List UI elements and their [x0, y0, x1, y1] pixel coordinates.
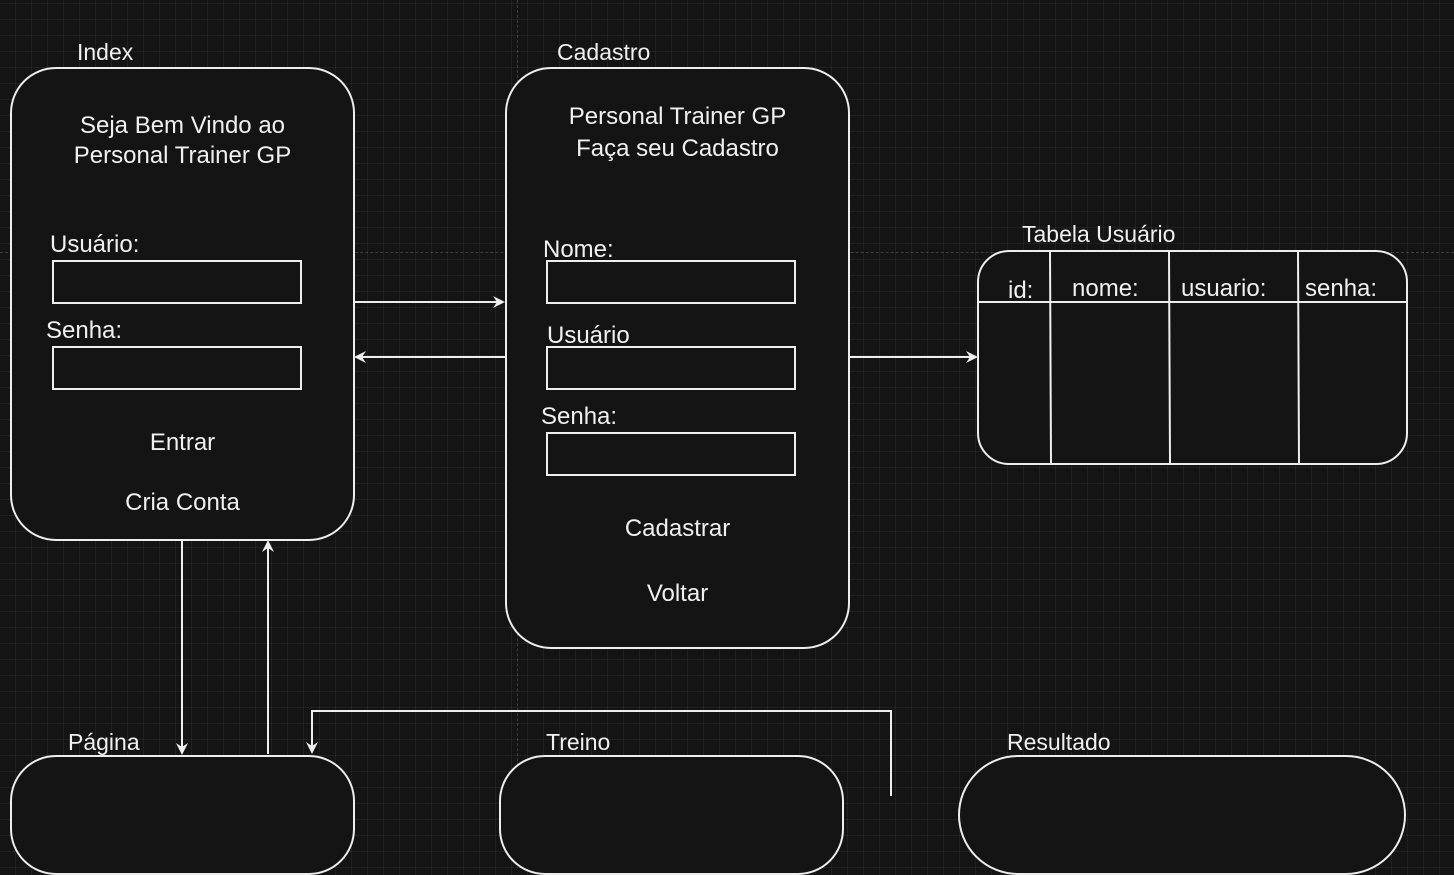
- create-account-button[interactable]: Cria Conta: [125, 489, 240, 516]
- frame-label-cadastro: Cadastro: [557, 39, 651, 65]
- cadastro-title-line-2: Faça seu Cadastro: [576, 135, 779, 162]
- frame-label-treino: Treino: [546, 729, 611, 755]
- frame-label-resultado: Resultado: [1007, 729, 1111, 755]
- password-label: Senha:: [46, 317, 123, 344]
- cadastro-user-label: Usuário: [547, 322, 630, 349]
- back-button[interactable]: Voltar: [646, 580, 709, 607]
- cadastro-password-input[interactable]: [546, 432, 796, 476]
- register-button[interactable]: Cadastrar: [624, 515, 731, 542]
- index-welcome-title: Seja Bem Vindo ao Personal Trainer GP: [10, 111, 355, 171]
- user-label: Usuário:: [50, 231, 140, 258]
- password-input[interactable]: [52, 346, 302, 390]
- frame-label-index: Index: [77, 39, 134, 65]
- column-header-senha: senha:: [1305, 275, 1378, 302]
- column-header-usuario: usuario:: [1181, 275, 1267, 302]
- name-label: Nome:: [543, 236, 614, 263]
- login-button[interactable]: Entrar: [149, 429, 216, 456]
- welcome-line-2: Personal Trainer GP: [73, 142, 292, 169]
- column-header-nome: nome:: [1072, 275, 1139, 302]
- treino-frame: [499, 755, 844, 875]
- cadastro-title: Personal Trainer GP Faça seu Cadastro: [505, 101, 850, 165]
- pagina-frame: [10, 755, 355, 875]
- cadastro-title-line-1: Personal Trainer GP: [568, 103, 787, 130]
- user-input[interactable]: [52, 260, 302, 304]
- index-frame: [10, 67, 355, 541]
- tabela-frame: [977, 250, 1408, 465]
- welcome-line-1: Seja Bem Vindo ao: [79, 112, 286, 139]
- name-input[interactable]: [546, 260, 796, 304]
- frame-label-pagina: Página: [68, 729, 140, 755]
- cadastro-user-input[interactable]: [546, 346, 796, 390]
- frame-label-tabela: Tabela Usuário: [1022, 221, 1176, 247]
- resultado-frame: [958, 755, 1406, 875]
- cadastro-frame: [505, 67, 850, 649]
- column-header-id: id:: [1008, 277, 1034, 304]
- cadastro-password-label: Senha:: [541, 403, 618, 430]
